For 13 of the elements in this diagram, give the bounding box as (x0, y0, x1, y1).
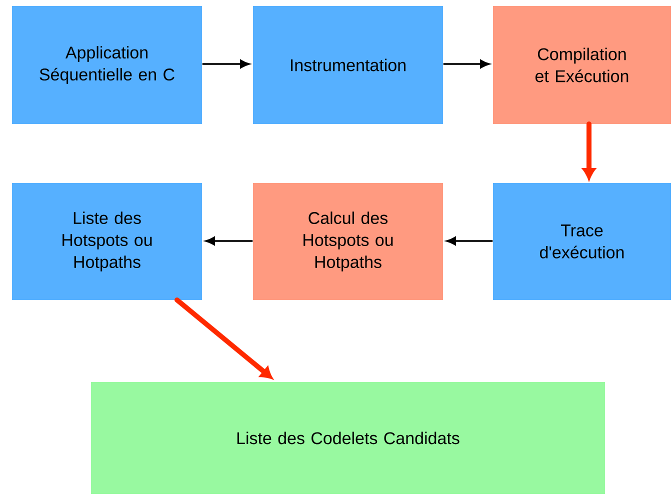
arrow (446, 236, 493, 246)
arrow (443, 60, 490, 68)
process-box: Instrumentation (253, 6, 443, 124)
process-box: Trace d'exécution (493, 183, 671, 300)
process-box: Liste des Hotspots ou Hotpaths (12, 183, 202, 300)
arrow (202, 60, 250, 68)
arrow (174, 297, 272, 379)
process-box: Compilation et Exécution (493, 6, 671, 124)
arrow (582, 122, 596, 180)
arrow (205, 236, 253, 246)
process-box: Calcul des Hotspots ou Hotpaths (253, 183, 443, 300)
process-box: Liste des Codelets Candidats (91, 382, 605, 494)
process-box: Application Séquentielle en C (12, 6, 202, 124)
